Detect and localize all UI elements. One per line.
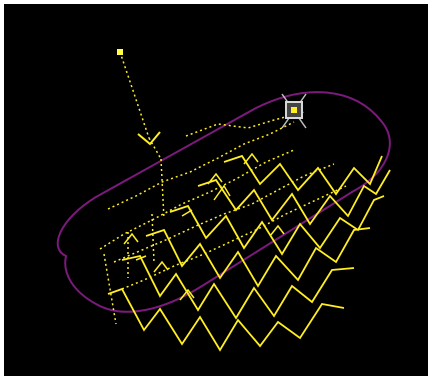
boundary-contour — [56, 91, 391, 313]
approach-arrow — [137, 131, 161, 146]
start-point-icon — [117, 49, 123, 55]
toolpath-canvas[interactable] — [4, 4, 428, 376]
link-markers — [123, 152, 285, 301]
tool-position-icon[interactable] — [281, 93, 307, 129]
toolpath-row — [121, 254, 355, 320]
toolpath-row — [223, 154, 383, 196]
toolpath-row — [107, 287, 345, 352]
zigzag-toolpath — [107, 154, 391, 352]
rapid-moves — [99, 51, 347, 325]
toolpath-row — [197, 169, 391, 226]
toolpath-row — [169, 195, 385, 256]
cam-toolpath-viewport[interactable] — [4, 4, 428, 376]
toolpath-row — [145, 227, 371, 288]
